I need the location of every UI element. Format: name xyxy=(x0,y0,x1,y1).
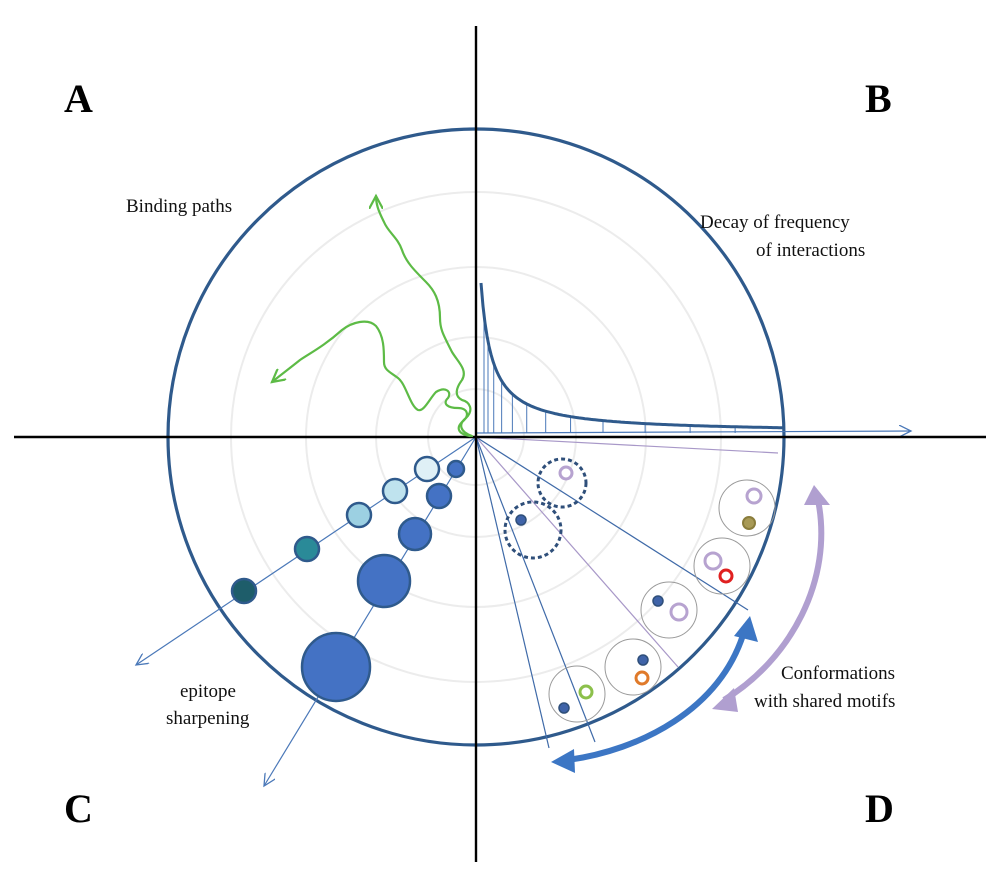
epitope-nodes xyxy=(230,455,466,703)
caption-binding-paths: Binding paths xyxy=(126,196,232,217)
conformation-groups xyxy=(503,457,776,723)
caption-conformations-line2: with shared motifs xyxy=(754,691,895,712)
node-blue-3 xyxy=(397,516,433,552)
node-light-1 xyxy=(413,455,441,483)
decay-curve xyxy=(479,282,783,430)
binding-path-tall xyxy=(376,196,474,438)
quadrant-label-a: A xyxy=(64,76,93,121)
node-dark-teal xyxy=(230,577,258,605)
conformation-dashed-2 xyxy=(503,500,563,560)
caption-decay-line2: of interactions xyxy=(756,240,865,261)
caption-epitope-line2: sharpening xyxy=(166,708,250,729)
caption-epitope-line1: epitope xyxy=(180,681,236,702)
caption-decay-line1: Decay of frequency xyxy=(700,212,850,233)
quadrant-label-d: D xyxy=(865,786,894,831)
node-blue-4 xyxy=(356,553,412,609)
caption-conformations-line1: Conformations xyxy=(781,663,895,684)
conformation-group-5 xyxy=(548,665,606,723)
node-blue-1 xyxy=(446,459,466,479)
quadrant-label-c: C xyxy=(64,786,93,831)
quadrant-label-b: B xyxy=(865,76,892,121)
node-light-2 xyxy=(381,477,409,505)
conformation-group-3 xyxy=(640,581,698,639)
conformation-group-4 xyxy=(604,638,662,696)
conformation-dashed-1 xyxy=(536,457,588,509)
shared-motif-arrows xyxy=(551,485,830,773)
binding-path-low xyxy=(272,320,472,438)
decay-x-arrow xyxy=(475,431,911,433)
conformation-group-2 xyxy=(693,537,751,595)
conformation-group-1 xyxy=(718,479,776,537)
conformation-fan-lines xyxy=(475,436,779,749)
node-blue-5 xyxy=(300,631,372,703)
purple-double-arrow xyxy=(722,499,825,703)
node-light-3 xyxy=(345,501,373,529)
binding-paths xyxy=(272,196,474,438)
epitope-arrows xyxy=(136,436,477,786)
blue-double-arrow xyxy=(567,631,747,763)
node-blue-2 xyxy=(425,482,453,510)
node-teal xyxy=(293,535,321,563)
